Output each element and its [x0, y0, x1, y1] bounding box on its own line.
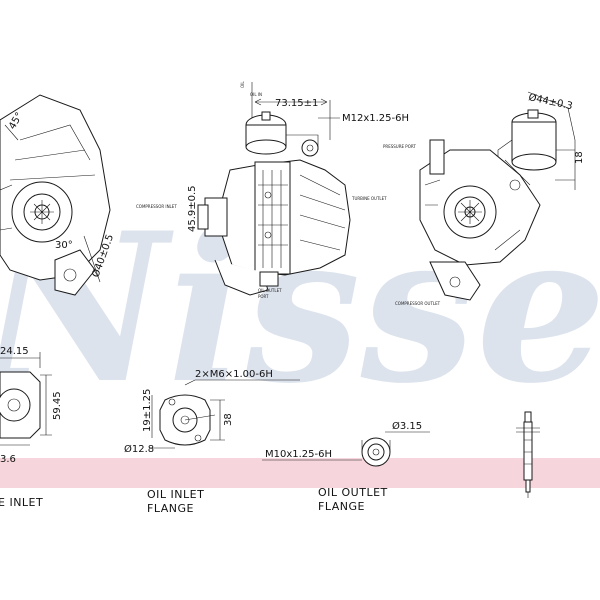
oil-inlet-height-label: 38 [223, 413, 234, 426]
actuator-diameter-label: Ø44±0.3 [527, 91, 573, 112]
oil-in-label: OIL IN [250, 92, 262, 97]
svg-text:PORT: PORT [258, 294, 269, 299]
oil-outlet-diameter-label: Ø3.15 [392, 420, 422, 432]
oil-outlet-caption-1: OIL OUTLET [318, 486, 388, 499]
inlet-height-label: 59.45 [52, 391, 63, 420]
oil-outlet-thread-label: M10x1.25-6H [265, 449, 332, 460]
compressor-outlet-label: COMPRESSOR OUTLET [395, 301, 441, 306]
pink-band [0, 458, 600, 488]
oil-inlet-caption-1: OIL INLET [147, 488, 204, 501]
oil-inlet-threads-label: 2×M6×1.00-6H [195, 369, 273, 380]
turbo-center-view: 73.15±1 M12x1.25-6H OIL 45.9±0.5 COMPRES… [136, 81, 409, 299]
svg-text:OIL: OIL [240, 81, 245, 88]
mid-height-label: 45.9±0.5 [187, 185, 198, 232]
oil-outlet-flange: Ø3.15 M10x1.25-6H [262, 420, 430, 467]
compressor-inlet-label-center: COMPRESSOR INLET [136, 204, 177, 209]
top-width-label: 73.15±1 [275, 98, 318, 109]
turbine-inlet-caption: E INLET [0, 496, 43, 509]
oil-inlet-flange: 2×M6×1.00-6H 19±1.25 38 Ø12.8 [124, 369, 300, 455]
oil-outlet-caption-2: FLANGE [318, 500, 365, 513]
oil-inlet-pitch-label: 19±1.25 [142, 389, 153, 432]
oil-inlet-caption-2: FLANGE [147, 502, 194, 515]
turbo-right-view: Ø44±0.3 18 PRESSURE PORT COMPRESSOR OUTL… [383, 91, 585, 306]
syringe-icon [516, 411, 540, 498]
inlet-bottom-label: 3.6 [0, 454, 16, 465]
oil-inlet-diameter-label: Ø12.8 [124, 443, 154, 455]
turbo-left-view: 45° 30° Ø40±0.5 [0, 94, 116, 296]
pressure-port-label: PRESSURE PORT [383, 144, 416, 149]
left-angle2-label: 30° [55, 240, 73, 251]
turbine-inlet-flange: 24.15 59.45 3.6 [0, 346, 63, 465]
turbine-outlet-label: TURBINE OUTLET [351, 196, 387, 201]
fitting-thread-label: M12x1.25-6H [342, 113, 409, 124]
oil-out-label: OIL OUTLET [258, 288, 282, 293]
inlet-width-label: 24.15 [0, 346, 29, 357]
actuator-height-label: 18 [574, 151, 585, 164]
